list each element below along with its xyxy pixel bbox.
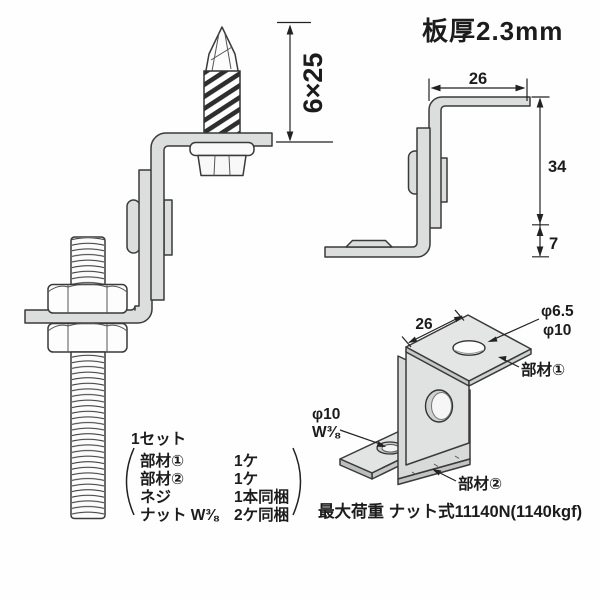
paren-left bbox=[125, 447, 135, 516]
screw-hex-facets bbox=[213, 155, 231, 176]
arrowhead-right bbox=[453, 315, 463, 323]
arrowhead-right bbox=[515, 84, 526, 92]
nut-upper-chamfer bbox=[47, 283, 128, 293]
side-foot-rib bbox=[345, 239, 393, 248]
arrowhead-down-7 bbox=[536, 246, 544, 257]
iso-width-dimension: 26 bbox=[401, 309, 465, 348]
row-name: ナット W⅜ bbox=[140, 506, 219, 524]
iso-top-hole-thickness bbox=[453, 349, 485, 354]
row-qty: 2ケ同梱 bbox=[234, 505, 289, 524]
parts-list-row: 部材② 1ケ bbox=[140, 469, 258, 488]
row-name: 部材② bbox=[140, 469, 184, 488]
screw-size-dimension: 6×25 bbox=[276, 21, 333, 143]
leader-line bbox=[489, 318, 540, 342]
iso-part2-notches bbox=[411, 455, 460, 475]
screw-drill-point bbox=[204, 26, 240, 77]
hex-nut-lower bbox=[47, 322, 128, 353]
part1-plate-and-web bbox=[150, 132, 273, 301]
iso-part2-web-bottom-edge bbox=[397, 458, 471, 486]
screw-hex-head bbox=[197, 154, 247, 177]
plate-thickness-title: 板厚2.3mm bbox=[422, 16, 563, 46]
part1-label: 部材① bbox=[521, 360, 565, 379]
screw-thread bbox=[203, 70, 241, 138]
dimension-line bbox=[408, 315, 463, 344]
leader-arrowhead bbox=[498, 356, 507, 362]
row-name: ネジ bbox=[140, 488, 172, 506]
parts-list-row: 部材① 1ケ bbox=[140, 451, 258, 470]
threaded-rod-upper bbox=[70, 236, 106, 286]
arrowhead-down-34 bbox=[536, 214, 544, 224]
foot-hole-label: φ10 bbox=[312, 406, 340, 423]
iso-view: 26 φ6.5 φ10 部材① φ10 W⅜ 部材② bbox=[312, 303, 574, 493]
nut-lower-chamfer bbox=[47, 322, 128, 332]
side-part2-web-foot bbox=[324, 127, 431, 258]
arrowhead-up-34 bbox=[536, 97, 544, 108]
set-label: 1セット bbox=[131, 431, 186, 448]
screw-size-label: 6×25 bbox=[298, 53, 328, 114]
row-qty: 1ケ bbox=[234, 470, 258, 488]
rod-lower-threads bbox=[71, 353, 105, 517]
dimension-ticks bbox=[401, 309, 465, 348]
iso-width-label: 26 bbox=[415, 316, 433, 333]
parts-list-row: ネジ 1本同梱 bbox=[140, 487, 289, 506]
arrowhead-left bbox=[430, 84, 441, 92]
part2-label: 部材② bbox=[458, 474, 502, 493]
parts-list: 1セット 部材① 1ケ 部材② 1ケ ネジ 1本同梱 ナット W⅜ 2ケ同梱 bbox=[125, 431, 302, 524]
row-name: 部材① bbox=[140, 451, 184, 470]
nut-lower-facets bbox=[67, 324, 108, 352]
nut-lower-body bbox=[47, 322, 128, 353]
nut-upper-facets bbox=[67, 285, 108, 313]
iso-part2-callout: 部材② bbox=[432, 469, 502, 493]
side-height-dimension: 34 7 bbox=[531, 96, 567, 258]
self-drilling-screw-drawing bbox=[203, 26, 241, 138]
iso-part1-callout: 部材① bbox=[498, 356, 565, 379]
web-emboss-bump bbox=[126, 199, 141, 254]
leader-line bbox=[339, 429, 384, 446]
leader-arrowhead bbox=[432, 469, 442, 476]
row-qty: 1本同梱 bbox=[234, 487, 289, 506]
side-view: 26 34 7 bbox=[324, 70, 567, 258]
side-foot-height-label: 7 bbox=[549, 235, 558, 253]
web-emboss-right bbox=[163, 199, 173, 256]
extension-lines bbox=[428, 78, 528, 101]
iso-top-plate-edge-right bbox=[468, 348, 532, 387]
side-width-label: 26 bbox=[469, 70, 487, 88]
screw-drill-flutes bbox=[210, 32, 233, 72]
arrowhead-up-7 bbox=[536, 226, 544, 236]
parts-list-row: ナット W⅜ 2ケ同梱 bbox=[140, 505, 289, 524]
front-assembly-view: 6×25 bbox=[24, 21, 333, 520]
max-load-label: 最大荷重 ナット式11140N(1140kgf) bbox=[318, 501, 582, 521]
arrowhead-left bbox=[408, 336, 418, 343]
side-height-label: 34 bbox=[548, 158, 567, 176]
iso-foot-hole-callout: φ10 W⅜ bbox=[312, 406, 386, 447]
row-qty: 1ケ bbox=[234, 452, 258, 470]
iso-top-hole-callout: φ6.5 φ10 bbox=[487, 303, 574, 342]
foot-thread-label: W⅜ bbox=[312, 424, 341, 441]
leader-arrowhead bbox=[376, 441, 386, 447]
arrowhead-down bbox=[286, 131, 294, 142]
iso-foot-left-edge bbox=[339, 458, 373, 480]
leader-arrowhead bbox=[487, 336, 498, 342]
iso-top-hole bbox=[452, 340, 486, 356]
arrowhead-up bbox=[286, 24, 294, 35]
side-width-dimension: 26 bbox=[428, 70, 528, 101]
rod-upper-threads bbox=[71, 238, 105, 285]
dimension-ticks bbox=[276, 21, 333, 143]
hex-nut-upper bbox=[47, 283, 128, 314]
threaded-rod-lower bbox=[70, 351, 106, 520]
top-hole-small-label: φ6.5 bbox=[541, 303, 574, 320]
screw-washer-flange bbox=[189, 141, 255, 157]
iso-web-slot bbox=[431, 392, 452, 420]
iso-foot-hole bbox=[381, 444, 400, 453]
nut-upper-body bbox=[47, 283, 128, 314]
paren-right bbox=[292, 447, 302, 516]
top-hole-large-label: φ10 bbox=[543, 322, 571, 339]
